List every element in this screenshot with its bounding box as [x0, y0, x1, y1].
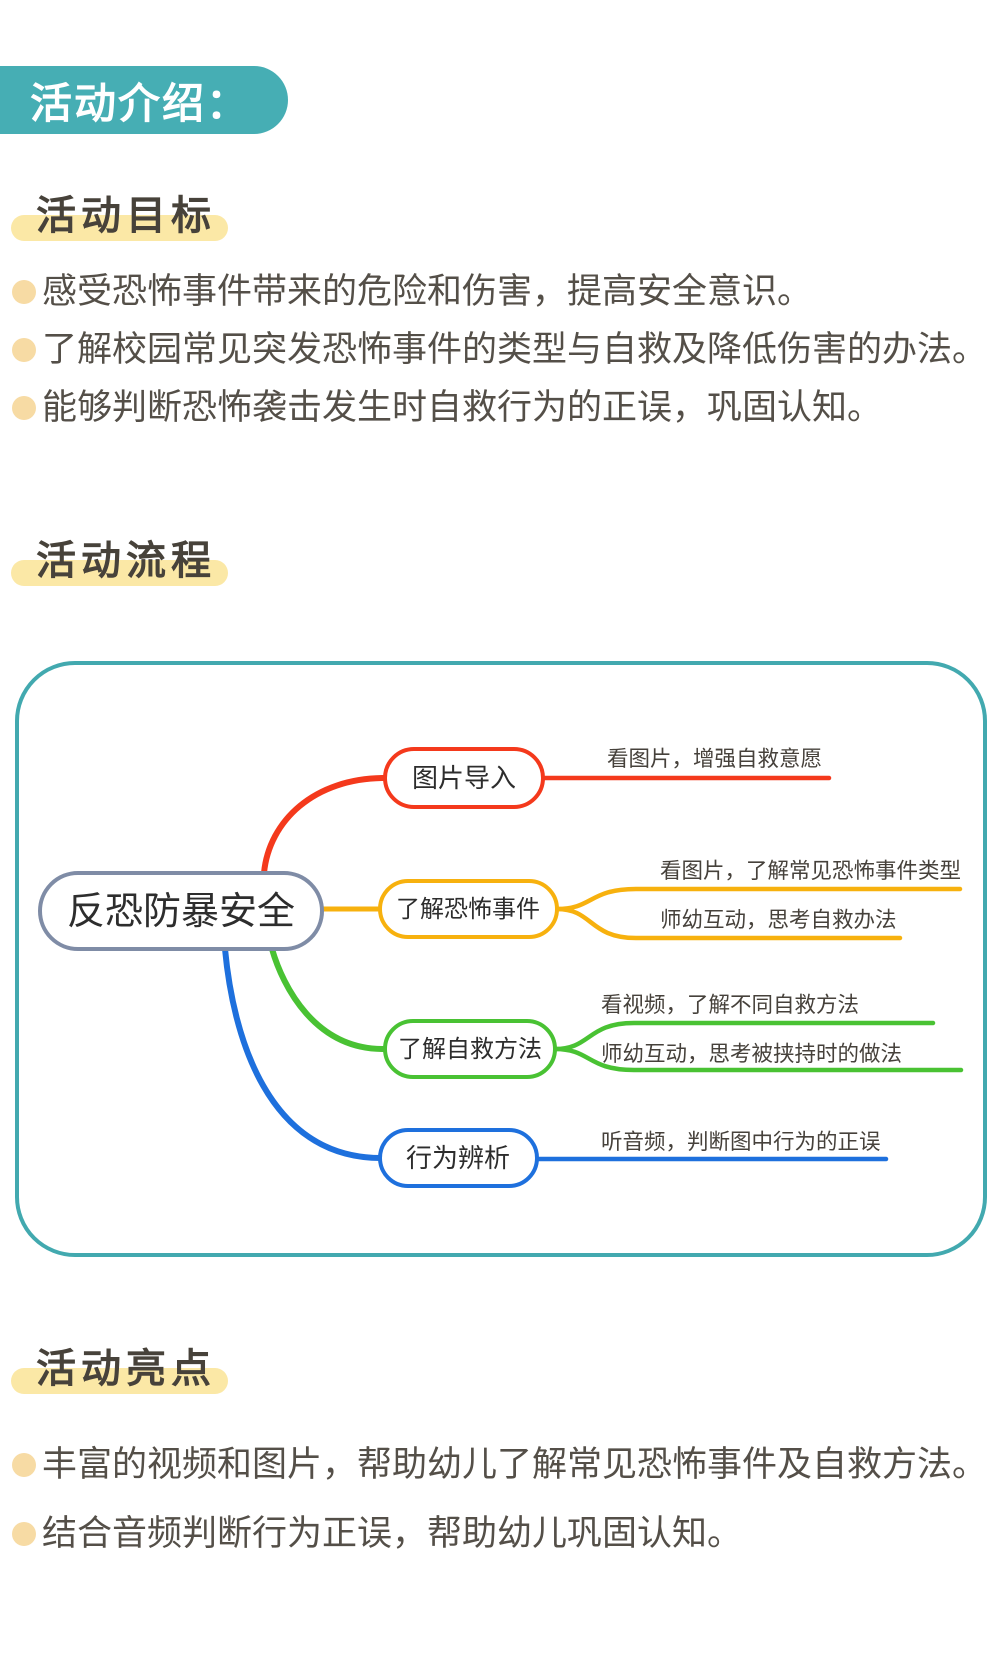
- mindmap-node-3-label: 了解自救方法: [398, 1035, 542, 1063]
- mindmap-root-node: [38, 871, 324, 951]
- heading-highlight-bar: [11, 560, 228, 586]
- intro-badge-label: 活动介绍：: [30, 78, 251, 128]
- goals-heading: 活动目标: [11, 192, 228, 241]
- list-item: 感受恐怖事件带来的危险和伤害，提高安全意识。: [12, 264, 1000, 321]
- mindmap-note: 师幼互动，思考被挟持时的做法: [601, 1042, 902, 1067]
- flow-heading: 活动流程: [11, 537, 228, 586]
- highlights-heading-wrap: 活动亮点: [11, 1345, 1000, 1394]
- list-item: 结合音频判断行为正误，帮助幼儿巩固认知。: [12, 1506, 1000, 1563]
- bullet-dot: [12, 396, 36, 420]
- page: 活动介绍： 活动目标 感受恐怖事件带来的危险和伤害，提高安全意识。 了解校园常见…: [0, 66, 1000, 1563]
- mindmap-note: 看图片，增强自救意愿: [607, 747, 822, 772]
- goal-text-3: 能够判断恐怖袭击发生时自救行为的正误，巩固认知。: [42, 388, 883, 428]
- intro-badge: 活动介绍：: [0, 66, 288, 134]
- mindmap-node-4: [378, 1128, 539, 1188]
- branch-curve-green: [269, 946, 386, 1052]
- heading-highlight-bar: [11, 1368, 228, 1394]
- flow-heading-label: 活动流程: [36, 538, 216, 584]
- mindmap-node-1-label: 图片导入: [412, 764, 516, 794]
- goals-heading-label: 活动目标: [36, 193, 216, 239]
- bullet-dot: [12, 1522, 36, 1546]
- bullet-dot: [12, 338, 36, 362]
- note-underline-yellow-1: [554, 886, 963, 912]
- goal-text-1: 感受恐怖事件带来的危险和伤害，提高安全意识。: [42, 272, 813, 312]
- goals-heading-wrap: 活动目标: [11, 192, 1000, 241]
- mindmap-diagram: 反恐防暴安全 图片导入 看图片，增强自救意愿 了解恐怖事件 看图片，了解常见恐怖…: [38, 747, 964, 1188]
- list-item: 丰富的视频和图片，帮助幼儿了解常见恐怖事件及自救方法。: [12, 1437, 1000, 1494]
- highlights-list: 丰富的视频和图片，帮助幼儿了解常见恐怖事件及自救方法。 结合音频判断行为正误，帮…: [0, 1437, 1000, 1563]
- mindmap-node-1: [383, 747, 545, 809]
- mindmap-note: 看视频，了解不同自救方法: [601, 993, 859, 1018]
- highlights-heading: 活动亮点: [11, 1345, 228, 1394]
- flow-heading-wrap: 活动流程: [11, 537, 1000, 586]
- mindmap-node-2-label: 了解恐怖事件: [396, 895, 540, 923]
- mindmap-root-label: 反恐防暴安全: [67, 889, 295, 933]
- mindmap-node-3: [383, 1019, 557, 1079]
- branch-curve-red: [261, 775, 388, 876]
- mindmap-note: 看图片，了解常见恐怖事件类型: [660, 859, 961, 884]
- note-underline-green-2: [552, 1046, 964, 1073]
- highlight-text-1: 丰富的视频和图片，帮助幼儿了解常见恐怖事件及自救方法。: [42, 1445, 988, 1485]
- heading-highlight-bar: [11, 215, 228, 241]
- goal-text-2: 了解校园常见突发恐怖事件的类型与自救及降低伤害的办法。: [42, 330, 988, 370]
- note-underline-yellow-2: [554, 906, 903, 941]
- mindmap-node-2: [378, 879, 559, 939]
- mindmap-box: 反恐防暴安全 图片导入 看图片，增强自救意愿 了解恐怖事件 看图片，了解常见恐怖…: [15, 661, 987, 1257]
- goals-list: 感受恐怖事件带来的危险和伤害，提高安全意识。 了解校园常见突发恐怖事件的类型与自…: [0, 264, 1000, 437]
- bullet-dot: [12, 280, 36, 304]
- mindmap-note: 听音频，判断图中行为的正误: [601, 1130, 881, 1155]
- list-item: 能够判断恐怖袭击发生时自救行为的正误，巩固认知。: [12, 380, 1000, 437]
- list-item: 了解校园常见突发恐怖事件的类型与自救及降低伤害的办法。: [12, 322, 1000, 379]
- mindmap-node-4-label: 行为辨析: [406, 1144, 510, 1174]
- highlight-text-2: 结合音频判断行为正误，帮助幼儿巩固认知。: [42, 1514, 743, 1554]
- highlights-heading-label: 活动亮点: [36, 1346, 216, 1392]
- mindmap-note: 师幼互动，思考自救办法: [660, 908, 897, 933]
- bullet-dot: [12, 1453, 36, 1477]
- branch-curve-blue: [222, 946, 384, 1161]
